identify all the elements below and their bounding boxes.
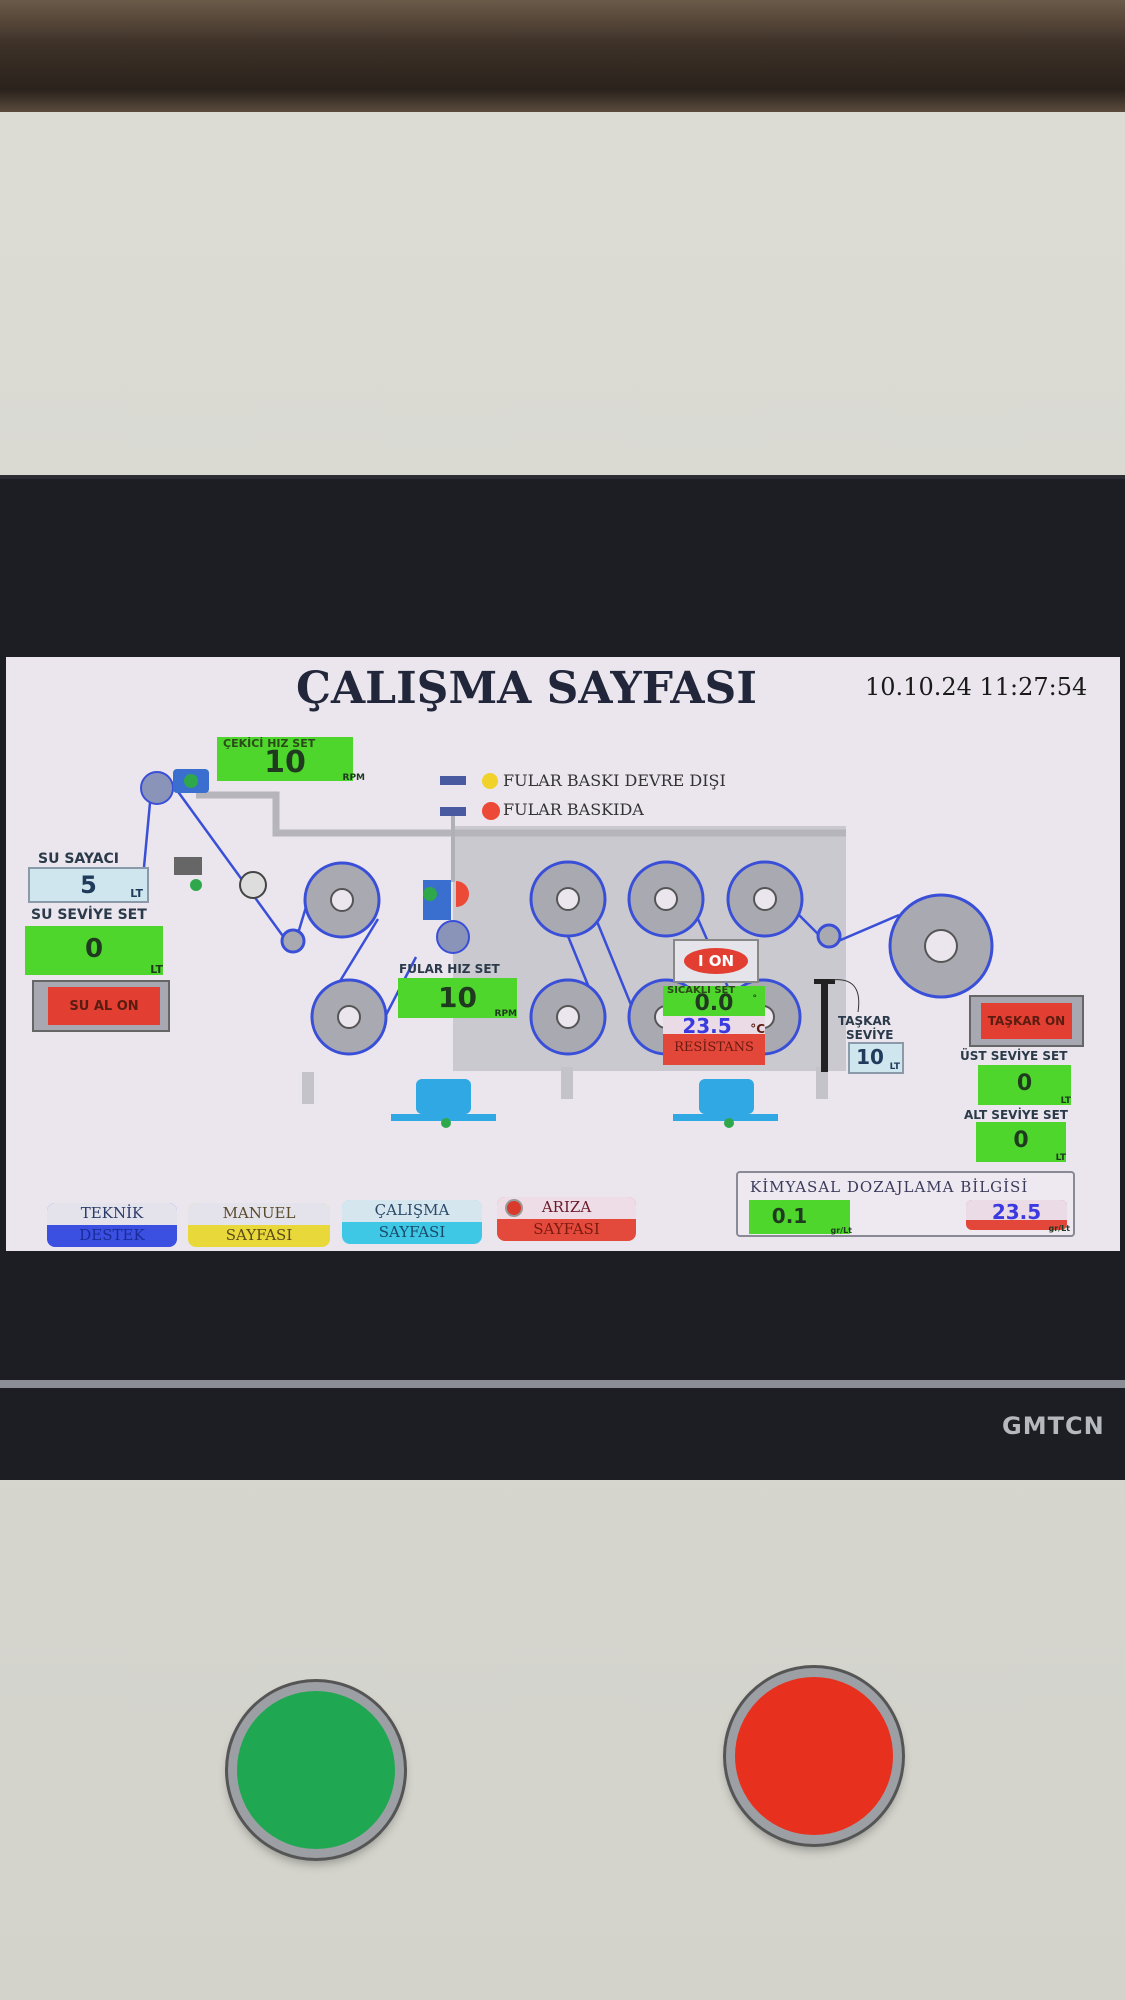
isitici-on-button[interactable]: I ON xyxy=(673,939,759,983)
actual-temp-band xyxy=(663,1016,765,1034)
lt-unit: LT xyxy=(150,963,163,976)
water-meter-icon xyxy=(174,857,267,899)
celsius-unit: °C xyxy=(750,1022,765,1036)
fular-hiz-value: 10 xyxy=(438,981,477,1014)
taskar-on-button[interactable]: TAŞKAR ON xyxy=(969,995,1084,1047)
guide-pulley xyxy=(280,928,306,954)
seviye-label: SEVİYE xyxy=(846,1028,894,1042)
frame-rail xyxy=(196,791,846,837)
alt-seviye-set-label: ALT SEVİYE SET xyxy=(964,1108,1068,1122)
nav-line1: TEKNİK xyxy=(47,1203,177,1225)
page-title: ÇALIŞMA SAYFASI xyxy=(296,663,757,714)
lt-unit: LT xyxy=(130,887,143,900)
kimyasal-value1-field[interactable]: 0.1 gr/Lt xyxy=(749,1200,852,1235)
kimyasal-value1: 0.1 xyxy=(771,1204,808,1228)
isitici-on-label: I ON xyxy=(683,948,749,974)
su-al-on-label: SU AL ON xyxy=(48,987,160,1025)
resistans-label: RESİSTANS xyxy=(674,1040,754,1055)
nav-line2: DESTEK xyxy=(79,1226,145,1244)
su-al-on-button[interactable]: SU AL ON xyxy=(32,980,170,1032)
sicaklik-actual-display: 23.5 °C RESİSTANS xyxy=(663,1014,765,1065)
alt-seviye-value: 0 xyxy=(1013,1128,1029,1153)
nav-calisma-sayfasi-button[interactable]: ÇALIŞMA SAYFASI xyxy=(342,1200,482,1244)
sicaklik-actual-value: 23.5 xyxy=(682,1014,732,1038)
level-sensor-icon xyxy=(814,979,860,1072)
kimyasal-value2: 23.5 xyxy=(991,1200,1042,1224)
datetime: 10.10.24 11:27:54 xyxy=(865,673,1088,701)
lt-unit: LT xyxy=(889,1062,900,1072)
gr-lt-unit: gr/Lt xyxy=(830,1226,852,1235)
legend-fular-baski-devre-disi: FULAR BASKI DEVRE DIŞI xyxy=(503,771,726,790)
pump-motor-icon xyxy=(416,1079,471,1114)
su-sayaci-label: SU SAYACI xyxy=(38,851,120,867)
hmi-screen: ÇALIŞMA SAYFASI 10.10.24 11:27:54 ÇEKİCİ… xyxy=(6,657,1120,1251)
ust-seviye-value: 0 xyxy=(1016,1071,1033,1096)
su-seviye-value: 0 xyxy=(84,934,104,964)
cekici-hiz-set-field[interactable]: ÇEKİCİ HIZ SET 10 RPM xyxy=(217,737,365,783)
fular-motor-icon xyxy=(423,807,470,954)
status-indicator-yellow-icon xyxy=(482,773,498,789)
pump-motors xyxy=(391,1079,778,1128)
su-sayaci-display: 5 LT xyxy=(28,867,149,903)
kimyasal-value2-display: 23.5 xyxy=(966,1200,1067,1230)
pump-motor-icon xyxy=(699,1079,754,1114)
ust-seviye-set-label: ÜST SEVİYE SET xyxy=(960,1049,1068,1063)
status-indicator-red-icon xyxy=(482,802,500,820)
alarm-indicator-icon xyxy=(505,1199,523,1217)
fular-hiz-set-label: FULAR HIZ SET xyxy=(399,962,500,976)
sicaklik-set-field[interactable]: SICAKLI SET 0.0 ° xyxy=(663,985,765,1016)
fular-hiz-set-field[interactable]: 10 RPM xyxy=(398,978,517,1019)
alt-seviye-set-field[interactable]: 0 LT xyxy=(976,1122,1066,1163)
degree-unit: ° xyxy=(752,994,758,1004)
stands xyxy=(302,1067,828,1104)
cekici-motor-icon xyxy=(140,769,209,805)
nav-line2: SAYFASI xyxy=(225,1226,293,1244)
physical-start-button-green[interactable] xyxy=(228,1682,404,1858)
sicaklik-set-label: SICAKLI SET xyxy=(667,985,736,996)
sicaklik-set-value: 0.0 xyxy=(694,991,734,1016)
taskar-on-label: TAŞKAR ON xyxy=(981,1003,1072,1039)
su-seviye-set-label: SU SEVİYE SET xyxy=(31,907,147,923)
su-sayaci-value: 5 xyxy=(80,871,97,899)
lt-unit: LT xyxy=(1060,1096,1071,1106)
nav-line2: SAYFASI xyxy=(378,1223,446,1241)
nav-teknik-destek-button[interactable]: TEKNİK DESTEK xyxy=(47,1203,177,1247)
background-wall xyxy=(0,0,1125,112)
nav-line1: ÇALIŞMA xyxy=(342,1200,482,1222)
ust-seviye-set-field[interactable]: 0 LT xyxy=(978,1065,1071,1106)
legend-markers xyxy=(440,776,466,816)
nav-manuel-sayfasi-button[interactable]: MANUEL SAYFASI xyxy=(188,1203,330,1247)
cekici-hiz-value: 10 xyxy=(264,745,306,780)
lt-unit: LT xyxy=(1055,1153,1066,1163)
guide-pulley xyxy=(816,923,842,949)
physical-stop-button-red[interactable] xyxy=(726,1668,902,1844)
machine-diagram xyxy=(140,769,994,1128)
nav-line2: SAYFASI xyxy=(533,1220,600,1238)
kimyasal-dozajlama-panel: KİMYASAL DOZAJLAMA BİLGİSİ 0.1 gr/Lt 23.… xyxy=(736,1171,1075,1237)
nav-line1: ARIZA xyxy=(497,1197,636,1219)
rpm-unit: RPM xyxy=(342,773,365,783)
cekici-hiz-set-label: ÇEKİCİ HIZ SET xyxy=(223,737,316,750)
taskar-seviye-value: 10 xyxy=(856,1045,884,1069)
legend-fular-baskida: FULAR BASKIDA xyxy=(503,800,644,819)
gr-lt-unit: gr/Lt xyxy=(1048,1224,1070,1233)
brand-logo: GMTCN xyxy=(1002,1412,1105,1440)
nav-line1: MANUEL xyxy=(188,1203,330,1225)
kimyasal-title: KİMYASAL DOZAJLAMA BİLGİSİ xyxy=(750,1178,1029,1196)
taskar-label: TAŞKAR xyxy=(838,1014,892,1028)
taskar-seviye-display: 10 LT xyxy=(848,1042,904,1074)
bezel-strip xyxy=(0,1380,1125,1388)
nav-ariza-sayfasi-button[interactable]: ARIZA SAYFASI xyxy=(497,1197,636,1241)
su-seviye-set-field[interactable]: 0 LT xyxy=(25,926,163,976)
rpm-unit: RPM xyxy=(494,1009,517,1019)
